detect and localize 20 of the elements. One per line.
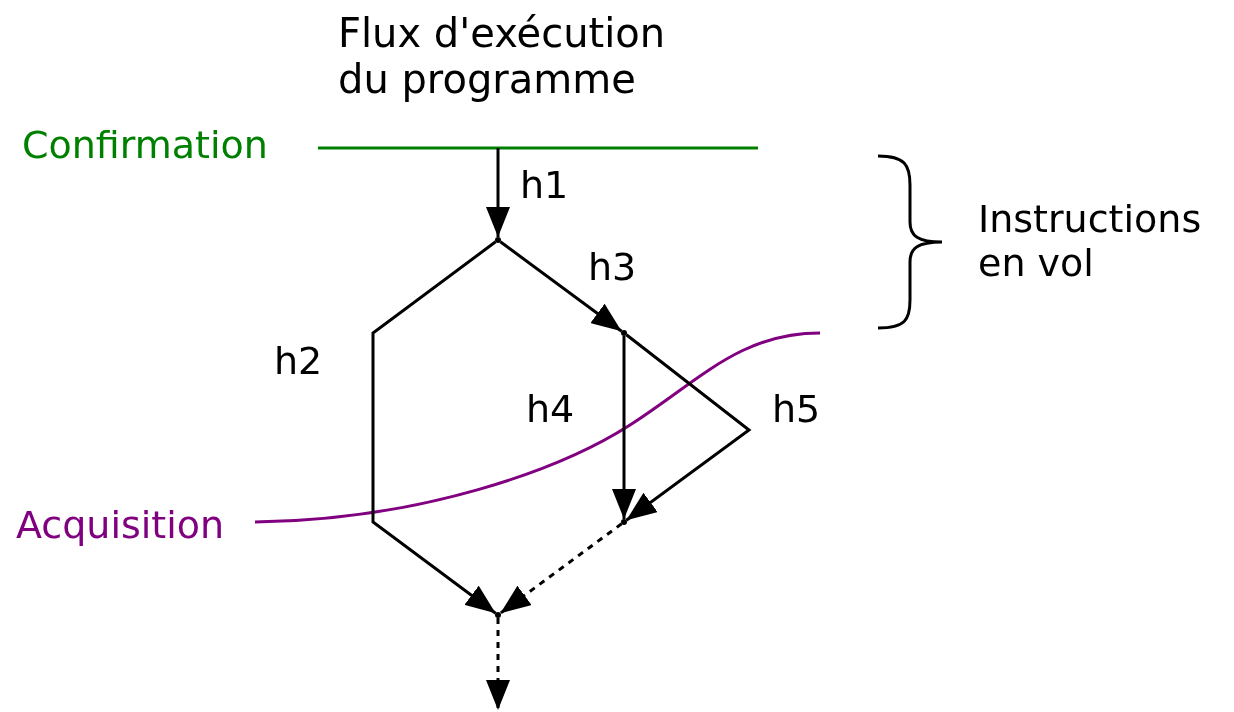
edge-label: h4 xyxy=(526,388,575,432)
edge-label: h5 xyxy=(772,388,821,432)
commit-label: Confirmation xyxy=(22,124,268,168)
junction-point xyxy=(495,237,501,243)
arrow xyxy=(499,522,623,615)
arrow xyxy=(371,240,497,615)
title: Flux d'exécution du programme xyxy=(338,10,667,102)
edge-label: h3 xyxy=(588,246,637,290)
annotation-text: Instructions en vol xyxy=(978,198,1203,286)
arrow xyxy=(486,148,510,237)
junction-point xyxy=(495,612,501,618)
arrow xyxy=(625,333,752,522)
junction-point xyxy=(621,330,627,336)
arrow xyxy=(612,336,636,519)
acquisition-label: Acquisition xyxy=(16,504,225,548)
arrow xyxy=(486,618,510,710)
edge-label: h2 xyxy=(274,340,323,384)
edge-label: h1 xyxy=(520,164,569,208)
arrow xyxy=(499,240,623,333)
junction-point xyxy=(621,519,627,525)
